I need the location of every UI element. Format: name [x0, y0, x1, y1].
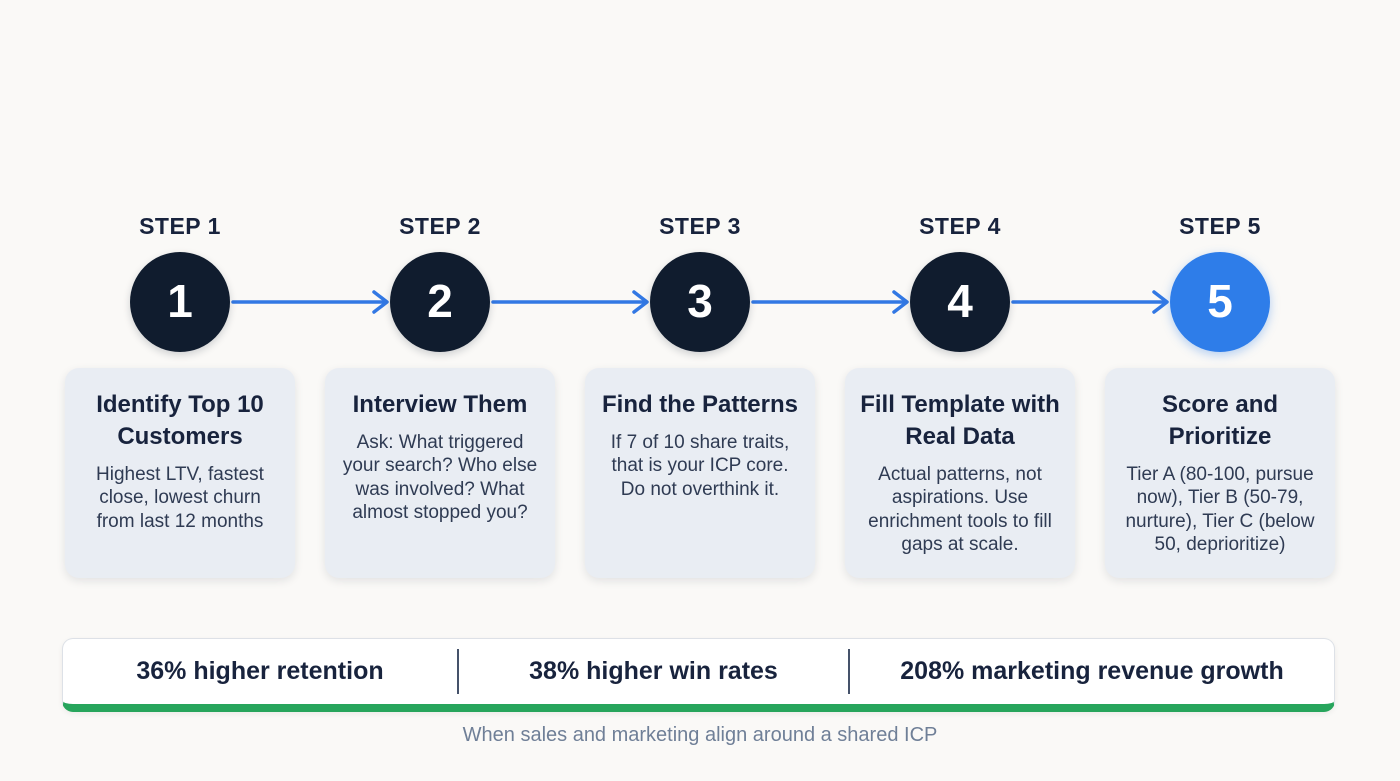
caption: When sales and marketing align around a …: [462, 724, 938, 746]
step-card-title: Interview Them: [352, 391, 528, 418]
step-circle: 2: [390, 252, 490, 352]
stat-win-rates: 38% higher win rates: [529, 657, 778, 685]
step-label: STEP 5: [1179, 213, 1261, 239]
steps-row: STEP 1 1 Identify Top 10 Customers Highe…: [65, 213, 1335, 578]
step-column-3: STEP 3 3 Find the Patterns If 7 of 10 sh…: [585, 213, 815, 578]
step-number: 4: [947, 274, 973, 327]
step-label: STEP 4: [919, 213, 1001, 239]
step-card: Find the Patterns If 7 of 10 share trait…: [585, 368, 815, 578]
step-number: 1: [167, 274, 193, 327]
step-card: Fill Template with Real Data Actual patt…: [845, 368, 1075, 578]
step-column-1: STEP 1 1 Identify Top 10 Customers Highe…: [65, 213, 295, 578]
stat-divider: [848, 649, 850, 694]
stat-retention: 36% higher retention: [136, 657, 384, 685]
step-card-description: Highest LTV, fastest close, lowest churn…: [96, 463, 264, 532]
step-column-2: STEP 2 2 Interview Them Ask: What trigge…: [325, 213, 555, 578]
step-circle: 3: [650, 252, 750, 352]
step-label: STEP 3: [659, 213, 741, 239]
step-card-description: Tier A (80-100, pursue now), Tier B (50-…: [1125, 463, 1315, 555]
step-card-title: Identify Top 10 Customers: [96, 391, 264, 450]
step-card: Interview Them Ask: What triggered your …: [325, 368, 555, 578]
stats-bar: 36% higher retention 38% higher win rate…: [62, 638, 1335, 712]
step-number: 2: [427, 274, 453, 327]
step-card: Score and Prioritize Tier A (80-100, pur…: [1105, 368, 1335, 578]
step-circle-highlighted: 5: [1170, 252, 1270, 352]
step-card: Identify Top 10 Customers Highest LTV, f…: [65, 368, 295, 578]
step-circle: 1: [130, 252, 230, 352]
step-card-title: Score and Prioritize: [1161, 391, 1279, 450]
step-card-title: Find the Patterns: [601, 391, 799, 418]
step-column-4: STEP 4 4 Fill Template with Real Data Ac…: [845, 213, 1075, 578]
step-card-description: If 7 of 10 share traits, that is your IC…: [610, 431, 790, 500]
step-label: STEP 1: [139, 213, 221, 239]
step-number: 3: [687, 274, 713, 327]
step-circle: 4: [910, 252, 1010, 352]
step-number: 5: [1207, 274, 1233, 327]
stat-revenue-growth: 208% marketing revenue growth: [900, 657, 1284, 685]
stat-divider: [457, 649, 459, 694]
step-column-5: STEP 5 5 Score and Prioritize Tier A (80…: [1105, 213, 1335, 578]
step-label: STEP 2: [399, 213, 481, 239]
step-card-title: Fill Template with Real Data: [860, 391, 1060, 450]
step-card-description: Actual patterns, not aspirations. Use en…: [868, 463, 1052, 555]
step-card-description: Ask: What triggered your search? Who els…: [342, 431, 538, 523]
